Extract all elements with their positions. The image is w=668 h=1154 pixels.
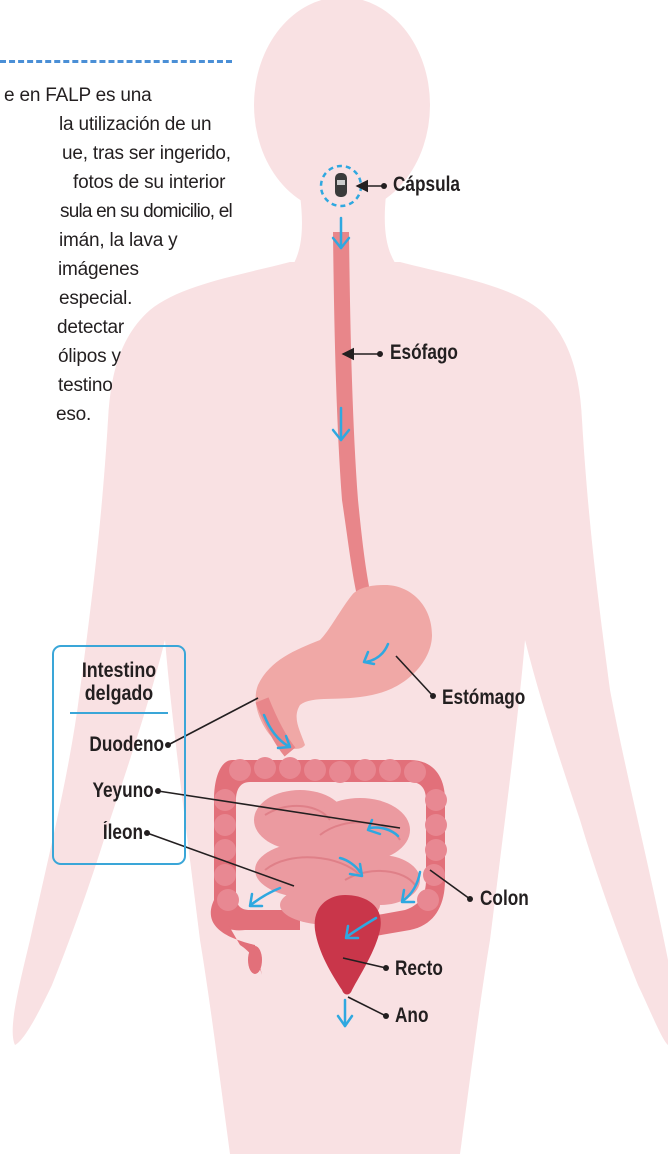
label-estomago: Estómago	[442, 686, 525, 710]
intro-line: imán, la lava y	[59, 227, 177, 256]
intro-line: ue, tras ser ingerido,	[62, 140, 231, 169]
label-capsula: Cápsula	[393, 173, 460, 197]
intro-line: imágenes	[58, 256, 139, 285]
intro-line: e en FALP es una	[4, 82, 152, 111]
intro-line: especial.	[59, 285, 132, 314]
intro-line: detectar	[57, 314, 124, 343]
label-ano: Ano	[395, 1004, 428, 1028]
intro-line: eso.	[56, 401, 91, 430]
intro-line: la utilización de un	[59, 111, 211, 140]
label-ileon: Íleon	[103, 821, 143, 845]
intro-line: ólipos y	[58, 343, 121, 372]
box-title-line1: Intestino	[64, 659, 175, 682]
label-duodeno: Duodeno	[89, 733, 164, 757]
dashed-divider	[0, 60, 232, 63]
label-recto: Recto	[395, 957, 443, 981]
box-title: Intestino delgado	[64, 659, 175, 705]
intro-line: fotos de su interior	[73, 169, 225, 198]
box-title-line2: delgado	[64, 682, 175, 705]
label-yeyuno: Yeyuno	[93, 779, 154, 803]
intro-line: testino	[58, 372, 113, 401]
intro-line: sula en su domicilio, el	[60, 198, 232, 227]
label-colon: Colon	[480, 887, 529, 911]
label-esofago: Esófago	[390, 341, 458, 365]
box-divider	[70, 712, 168, 714]
